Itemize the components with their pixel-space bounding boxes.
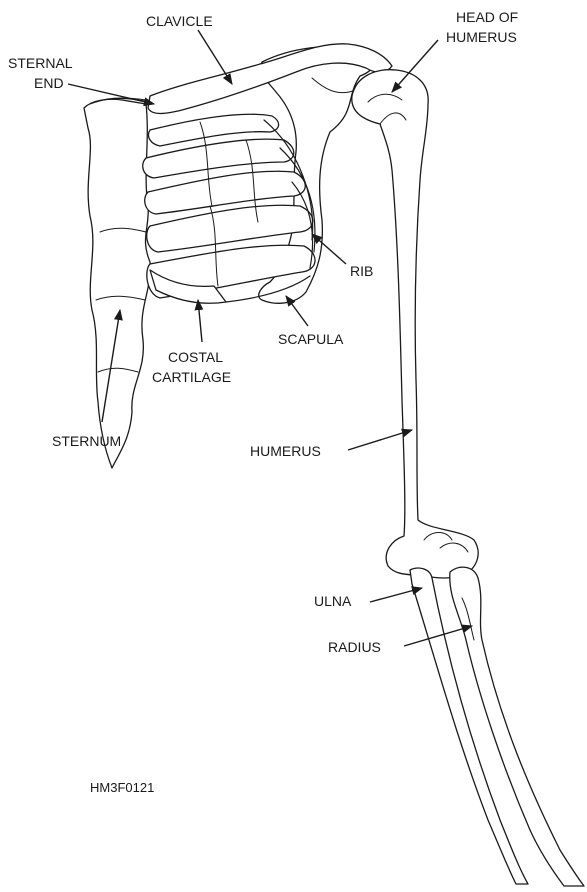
head-of-humerus-label: HEAD OF <box>456 9 518 25</box>
radius-label: RADIUS <box>328 639 381 655</box>
sternal-end-label: STERNAL <box>8 55 73 71</box>
costal-cartilage-label: CARTILAGE <box>152 369 231 385</box>
humerus-bone <box>352 70 478 578</box>
rib-label: RIB <box>350 263 373 279</box>
humerus-leader <box>348 430 412 450</box>
scapula-leader <box>286 296 308 326</box>
humerus-label: HUMERUS <box>250 443 321 459</box>
ulna-leader <box>370 588 422 602</box>
scapula-label: SCAPULA <box>278 331 344 347</box>
sternum-label: STERNUM <box>52 433 121 449</box>
costal-cartilage-leader <box>198 300 202 342</box>
radius-bone <box>450 567 584 886</box>
costal-cartilage-label: COSTAL <box>168 349 223 365</box>
sternum-bone <box>84 99 150 468</box>
ulna-label: ULNA <box>314 593 352 609</box>
head-of-humerus-label: HUMERUS <box>446 29 517 45</box>
clavicle-label: CLAVICLE <box>146 13 213 29</box>
sternal-end-label: END <box>34 75 64 91</box>
figure-id: HM3F0121 <box>90 780 154 795</box>
